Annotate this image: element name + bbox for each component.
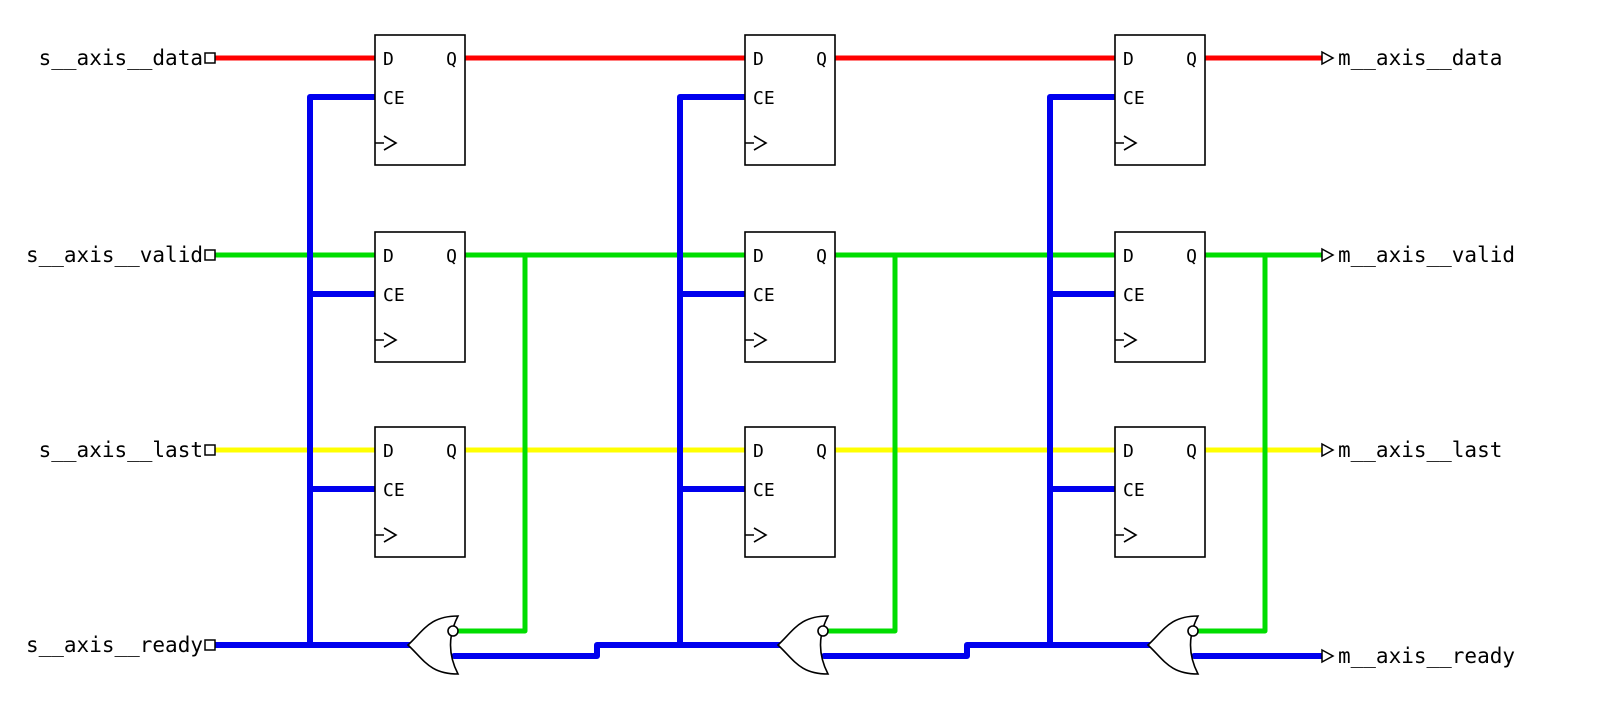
clock-icon xyxy=(745,527,768,543)
wire-valid-to-gate-stage3 xyxy=(1195,252,1268,634)
flip-flop-last-stage2: D Q CE xyxy=(744,426,836,558)
flip-flop-body xyxy=(374,34,466,166)
or-gate-body xyxy=(1146,615,1200,675)
flip-flop-body xyxy=(744,426,836,558)
input-port-marker-s-axis-last xyxy=(204,444,216,456)
input-port-marker-s-axis-valid xyxy=(204,249,216,261)
clock-icon xyxy=(1115,527,1138,543)
wire-ready-stage2-to-gate1 xyxy=(451,642,783,659)
flip-flop-data-stage2: D Q CE xyxy=(744,34,836,166)
pin-label-q: Q xyxy=(1186,441,1197,462)
pin-label-ce: CE xyxy=(383,285,405,306)
ready-gate-stage2 xyxy=(776,615,830,675)
pin-label-q: Q xyxy=(446,246,457,267)
clock-icon xyxy=(1115,332,1138,348)
output-port-marker-m-axis-last xyxy=(1321,442,1335,458)
flip-flop-valid-stage2: D Q CE xyxy=(744,231,836,363)
pin-label-q: Q xyxy=(816,441,827,462)
pin-label-q: Q xyxy=(1186,49,1197,70)
output-port-marker-m-axis-data xyxy=(1321,50,1335,66)
flip-flop-last-stage1: D Q CE xyxy=(374,426,466,558)
pin-label-d: D xyxy=(1123,441,1134,462)
pin-label-ce: CE xyxy=(753,480,775,501)
pin-label-d: D xyxy=(1123,246,1134,267)
pin-label-ce: CE xyxy=(1123,480,1145,501)
pin-label-q: Q xyxy=(446,441,457,462)
port-markers xyxy=(204,50,1335,664)
port-label-m-axis-data: m__axis__data xyxy=(1338,46,1502,70)
valid-wires xyxy=(212,252,1325,634)
flip-flop-body xyxy=(744,231,836,363)
flip-flop-data-stage1: D Q CE xyxy=(374,34,466,166)
port-label-m-axis-last: m__axis__last xyxy=(1338,438,1502,462)
pin-label-d: D xyxy=(383,441,394,462)
invert-bubble-icon xyxy=(1187,625,1199,637)
port-label-m-axis-valid: m__axis__valid xyxy=(1338,243,1515,267)
pin-label-ce: CE xyxy=(753,88,775,109)
port-labels: s__axis__data s__axis__valid s__axis__la… xyxy=(26,46,1515,668)
input-port-marker-s-axis-data xyxy=(204,52,216,64)
flip-flop-last-stage3: D Q CE xyxy=(1114,426,1206,558)
wire-ce-trunk-stage1 xyxy=(307,94,378,648)
flip-flop-data-stage3: D Q CE xyxy=(1114,34,1206,166)
port-label-s-axis-last: s__axis__last xyxy=(39,438,203,462)
output-port-marker-m-axis-ready xyxy=(1321,648,1335,664)
flip-flop-body xyxy=(374,426,466,558)
flip-flop-body xyxy=(1114,231,1206,363)
wire-valid-to-gate-stage2 xyxy=(825,252,898,634)
pin-label-q: Q xyxy=(816,246,827,267)
pin-label-d: D xyxy=(753,49,764,70)
ready-wires xyxy=(212,94,1325,659)
pin-label-d: D xyxy=(753,441,764,462)
pin-label-ce: CE xyxy=(1123,285,1145,306)
pin-label-q: Q xyxy=(816,49,827,70)
port-label-s-axis-valid: s__axis__valid xyxy=(26,243,203,267)
pin-label-ce: CE xyxy=(383,480,405,501)
port-label-m-axis-ready: m__axis__ready xyxy=(1338,644,1515,668)
port-label-s-axis-ready: s__axis__ready xyxy=(26,633,203,657)
or-gate-body xyxy=(776,615,830,675)
pin-label-d: D xyxy=(383,49,394,70)
clock-icon xyxy=(745,135,768,151)
clock-icon xyxy=(745,332,768,348)
wire-valid-to-gate-stage1 xyxy=(455,252,528,634)
wire-ready-stage3-to-gate2 xyxy=(821,642,1153,659)
input-port-marker-s-axis-ready xyxy=(204,639,216,651)
flip-flop-valid-stage3: D Q CE xyxy=(1114,231,1206,363)
pin-label-ce: CE xyxy=(1123,88,1145,109)
flip-flop-valid-stage1: D Q CE xyxy=(374,231,466,363)
clock-icon xyxy=(375,527,398,543)
clock-icon xyxy=(375,135,398,151)
pin-label-ce: CE xyxy=(383,88,405,109)
invert-bubble-icon xyxy=(447,625,459,637)
pin-label-q: Q xyxy=(446,49,457,70)
pin-label-ce: CE xyxy=(753,285,775,306)
or-gate-body xyxy=(406,615,460,675)
output-port-marker-m-axis-valid xyxy=(1321,247,1335,263)
ready-gate-stage1 xyxy=(406,615,460,675)
flip-flop-body xyxy=(744,34,836,166)
flip-flop-body xyxy=(1114,34,1206,166)
pin-label-d: D xyxy=(753,246,764,267)
port-label-s-axis-data: s__axis__data xyxy=(39,46,203,70)
flip-flop-body xyxy=(374,231,466,363)
ready-gate-stage3 xyxy=(1146,615,1200,675)
flip-flop-body xyxy=(1114,426,1206,558)
clock-icon xyxy=(375,332,398,348)
pin-label-d: D xyxy=(1123,49,1134,70)
pin-label-d: D xyxy=(383,246,394,267)
wire-ce-trunk-stage3 xyxy=(1047,94,1118,648)
wire-ce-trunk-stage2 xyxy=(677,94,748,648)
pin-label-q: Q xyxy=(1186,246,1197,267)
invert-bubble-icon xyxy=(817,625,829,637)
clock-icon xyxy=(1115,135,1138,151)
